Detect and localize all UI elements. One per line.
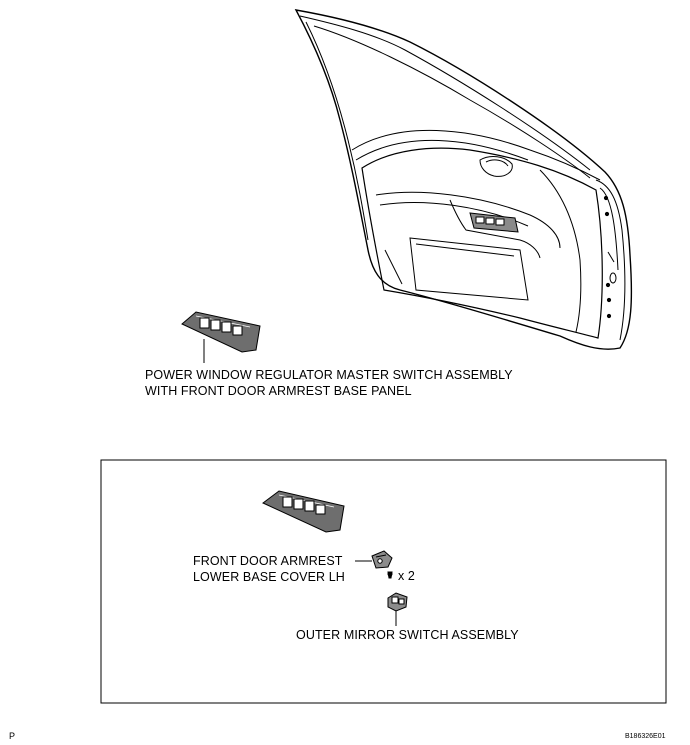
lower-base-cover — [355, 550, 393, 569]
master-switch-panel-detail — [262, 490, 345, 533]
detail-frame — [100, 459, 667, 704]
mirror-switch-label: OUTER MIRROR SWITCH ASSEMBLY — [296, 628, 519, 642]
screw-icon — [387, 571, 393, 579]
outer-mirror-switch — [387, 592, 408, 626]
footer-mark: P — [9, 731, 16, 741]
base-cover-label-line2: LOWER BASE COVER LH — [193, 570, 345, 584]
master-switch-label-line2: WITH FRONT DOOR ARMREST BASE PANEL — [145, 384, 412, 398]
screw-quantity: x 2 — [398, 569, 415, 583]
front-door-illustration — [294, 9, 633, 350]
base-cover-label-line1: FRONT DOOR ARMREST — [193, 554, 343, 568]
figure-id: B186326E01 — [625, 733, 666, 740]
master-switch-panel-top — [181, 311, 261, 363]
master-switch-label-line1: POWER WINDOW REGULATOR MASTER SWITCH ASS… — [145, 368, 513, 382]
